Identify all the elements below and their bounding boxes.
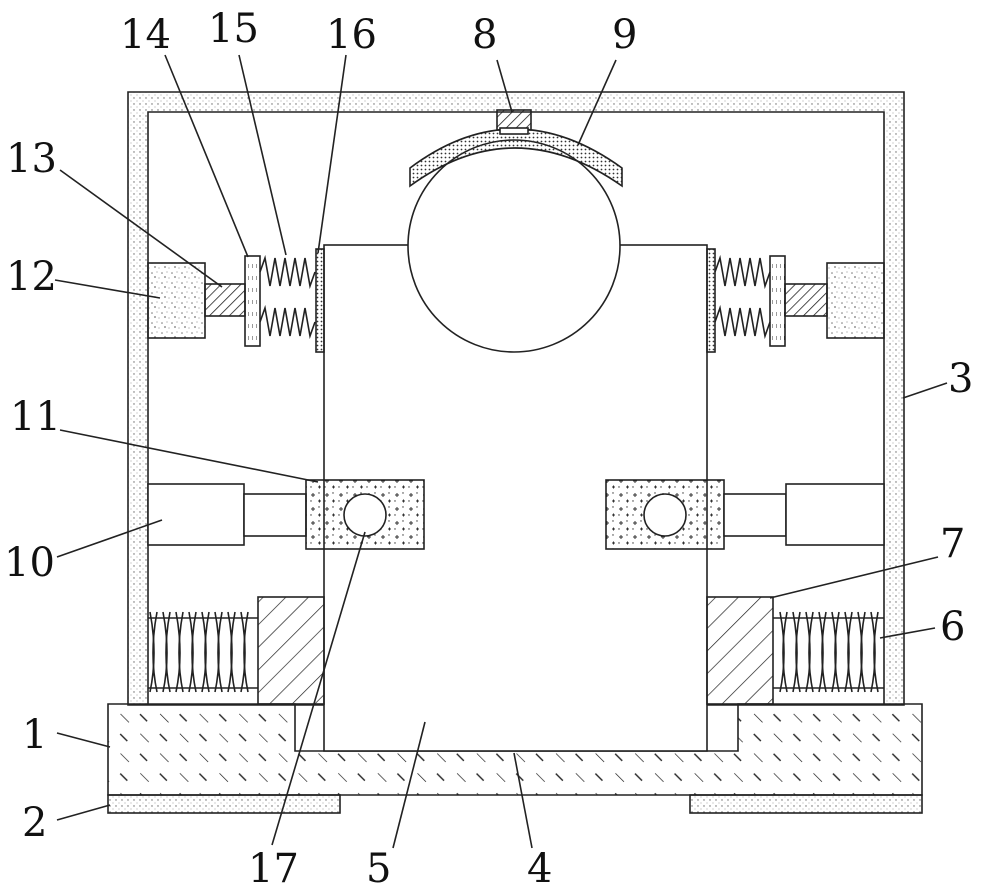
label-4: 4 (527, 846, 552, 889)
cylinder-right (785, 483, 885, 546)
leader-lines (54, 54, 948, 849)
piston-rod-left (243, 493, 307, 537)
clamp-stem (496, 109, 532, 131)
label-14: 14 (120, 12, 171, 58)
label-11: 11 (10, 394, 61, 440)
spring-upper-right-bottom (714, 304, 771, 340)
clamp-arc (409, 128, 623, 188)
rod-left (204, 283, 246, 317)
spring-lower-right (773, 611, 884, 693)
cylinder-left (147, 483, 245, 546)
label-5: 5 (366, 846, 391, 889)
roller-left (343, 493, 387, 537)
label-15: 15 (208, 6, 259, 52)
fixed-block-right (826, 262, 885, 339)
clamp-stem-base (499, 127, 529, 135)
fixed-block-left (147, 262, 206, 339)
part-labels: 1 2 3 4 5 6 7 8 9 10 11 12 13 14 15 16 1… (4, 6, 973, 889)
spring-lower-left (148, 611, 258, 693)
pipe-circle (407, 139, 621, 353)
pressure-block-left (257, 596, 325, 705)
rod-right (784, 283, 828, 317)
label-3: 3 (948, 356, 973, 402)
label-6: 6 (940, 604, 965, 650)
plate-right (769, 255, 786, 347)
label-9: 9 (612, 12, 637, 58)
label-13: 13 (6, 136, 57, 182)
spring-upper-left-top (259, 254, 316, 290)
label-2: 2 (22, 800, 47, 846)
spring-upper-left-bottom (259, 304, 316, 340)
roller-right (643, 493, 687, 537)
pressure-block-right (706, 596, 774, 705)
pad-left (315, 248, 325, 353)
bottom-pad-right (689, 794, 923, 814)
pad-right (706, 248, 716, 353)
label-1: 1 (22, 712, 47, 758)
plate-left (244, 255, 261, 347)
label-12: 12 (6, 254, 57, 300)
piston-rod-right (723, 493, 787, 537)
label-8: 8 (472, 12, 497, 58)
spring-upper-right-top (714, 254, 771, 290)
label-10: 10 (4, 540, 55, 586)
bottom-pad-left (107, 794, 341, 814)
label-16: 16 (326, 12, 377, 58)
label-7: 7 (940, 521, 965, 567)
label-17: 17 (248, 846, 299, 889)
